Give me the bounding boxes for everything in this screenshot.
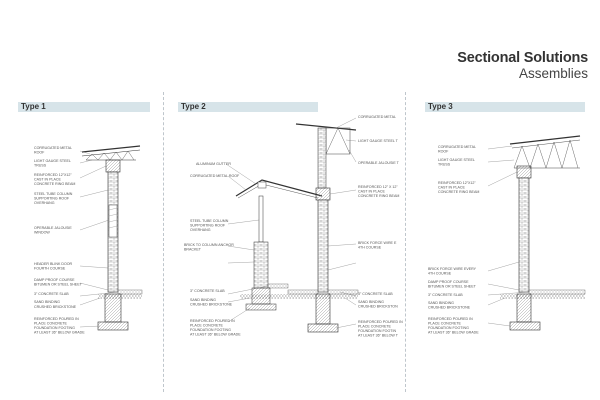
t2-label-column: STEEL TUBE COLUMN: [190, 219, 229, 223]
type-3-drawing: CORRUGATED METAL ROOF LIGHT GAUGE STEEL …: [428, 135, 586, 335]
t2-label-cast: CAST IN PLACE: [358, 190, 385, 194]
t3-label-footing: FOUNDATION FOOTING: [428, 326, 469, 330]
t3-label-ringbeam: CONCRETE RING BEAM: [438, 190, 479, 194]
t1-label-place: PLACE CONCRETE: [34, 322, 68, 326]
t2-label-overhang: OVERHANG: [190, 228, 211, 232]
page-title: Sectional Solutions: [457, 50, 588, 66]
t2-label-crushed-r: CRUSHED BRICKSTON: [358, 305, 398, 309]
t1-label-ringbeam: CONCRETE RING BEAM: [34, 182, 75, 186]
t1-label-header: HEADER BLINK DOOR: [34, 262, 73, 266]
t1-label-cast: CAST IN PLACE: [34, 178, 61, 182]
t2-label-slab-r: 3" CONCRETE SLAB: [358, 292, 393, 296]
t2-label-grade-l: AT LEAST 36" BELOW GRADE: [190, 333, 241, 337]
t1-label-bitumen: BITUMEN OR STEEL SHEET: [34, 283, 83, 287]
type-2-label: Type 2: [181, 102, 206, 111]
t3-label-forcewire: BRICK FORCE WIRE EVERY: [428, 267, 477, 271]
type-1-drawing: CORRUGATED METAL ROOF LIGHT GAUGE STEEL …: [34, 145, 143, 335]
t2-label-corrugated: CORRUGATED METAL: [358, 115, 396, 119]
t1-label-overhang: OVERHANG: [34, 201, 55, 205]
t3-label-place: PLACE CONCRETE: [428, 322, 462, 326]
t3-label-poured: REINFORCED POURED IN: [428, 317, 473, 321]
t3-label-course: 4TH COURSE: [428, 272, 452, 276]
t1-label-fourth: FOURTH COURSE: [34, 267, 66, 271]
t2-label-poured-l: REINFORCED POURED IN: [190, 319, 235, 323]
t2-label-course: 4TH COURSE: [358, 246, 382, 250]
t1-label-poured: REINFORCED POURED IN: [34, 317, 79, 321]
t2-label-bracket: BRACKET: [184, 248, 202, 252]
t2-label-reinforced: REINFORCED 12" X 12": [358, 185, 398, 189]
type-2-drawing: CORRUGATED METAL LIGHT GAUGE STEEL T OPE…: [184, 115, 403, 338]
panel-divider-1: [163, 92, 164, 392]
t2-label-forcewire: BRICK FORCE WIRE E: [358, 241, 397, 245]
t2-label-roof: CORRUGATED METAL ROOF: [190, 174, 240, 178]
t2-label-footing-r: FOUNDATION FOOTIN: [358, 329, 396, 333]
t1-label-jalousie: OPERABLE JALOUSIE: [34, 226, 72, 230]
t3-label-truss: TRUSS: [438, 163, 451, 167]
t1-label-sand: SAND BINDING: [34, 300, 60, 304]
t2-label-anchor: BRICK TO COLUMN ANCHOR: [184, 243, 234, 247]
t1-label-column: STEEL TUBE COLUMN: [34, 192, 73, 196]
page-subtitle: Assemblies: [518, 66, 588, 81]
t1-label-supporting: SUPPORTING ROOF: [34, 197, 70, 201]
t1-label-reinforced: REINFORCED 12"X12": [34, 173, 72, 177]
type-1-tag: Type 1: [18, 102, 150, 112]
t1-label-slab: 3" CONCRETE SLAB: [34, 292, 69, 296]
t1-label-crushed: CRUSHED BRICKSTONE: [34, 305, 77, 309]
t3-label-bitumen: BITUMEN OR STEEL SHEET: [428, 285, 477, 289]
panel-divider-2: [405, 92, 406, 392]
t2-label-sand-r: SAND BINDING: [358, 300, 384, 304]
type-3-tag: Type 3: [425, 102, 585, 112]
t3-label-cast: CAST IN PLACE: [438, 186, 465, 190]
t3-label-steel: LIGHT GAUGE STEEL: [438, 158, 475, 162]
t2-label-slab-l: 3" CONCRETE SLAB: [190, 289, 225, 293]
type-2-tag: Type 2: [178, 102, 318, 112]
t2-label-steel: LIGHT GAUGE STEEL T: [358, 139, 399, 143]
t2-label-grade-r: AT LEAST 36" BELOW T: [358, 334, 399, 338]
t3-label-corrugated: CORRUGATED METAL: [438, 145, 476, 149]
t1-label-window: WINDOW: [34, 231, 50, 235]
title-block: Sectional Solutions Assemblies: [457, 50, 588, 81]
t3-label-roof: ROOF: [438, 150, 449, 154]
t3-label-reinforced: REINFORCED 12"X12": [438, 181, 476, 185]
t2-label-supporting: SUPPORTING ROOF: [190, 224, 226, 228]
t3-label-crushed: CRUSHED BRICKSTONE: [428, 306, 471, 310]
t2-label-poured-r: REINFORCED POURED IN: [358, 320, 403, 324]
type-1-label: Type 1: [21, 102, 46, 111]
t2-label-footing-l: FOUNDATION FOOTING: [190, 328, 231, 332]
t1-label-footing: FOUNDATION FOOTING: [34, 326, 75, 330]
t3-label-grade: AT LEAST 36" BELOW GRADE: [428, 331, 479, 335]
t2-label-ringbeam: CONCRETE RING BEAM: [358, 194, 399, 198]
t1-label-grade: AT LEAST 36" BELOW GRADE: [34, 331, 85, 335]
t1-label-damp: DAMP PROOF COURSE: [34, 278, 75, 282]
t2-label-crushed-l: CRUSHED BRICKSTONE: [190, 303, 233, 307]
t1-label-roof: ROOF: [34, 151, 45, 155]
t2-label-jalousie: OPERABLE JALOUSIE T: [358, 161, 400, 165]
t2-label-sand-l: SAND BINDING: [190, 298, 216, 302]
t2-label-place-r: PLACE CONCRETE: [358, 325, 392, 329]
t2-label-place-l: PLACE CONCRETE: [190, 324, 224, 328]
t1-label-steel: LIGHT GAUGE STEEL: [34, 159, 71, 163]
t3-label-sand: SAND BINDING: [428, 301, 454, 305]
t1-label-truss: TRUSS: [34, 164, 47, 168]
type-3-label: Type 3: [428, 102, 453, 111]
t3-label-slab: 3" CONCRETE SLAB: [428, 293, 463, 297]
t1-label-corrugated: CORRUGATED METAL: [34, 146, 72, 150]
t2-label-gutter: ALUMINUM GUTTER: [196, 162, 231, 166]
t3-label-damp: DAMP PROOF COURSE: [428, 280, 469, 284]
